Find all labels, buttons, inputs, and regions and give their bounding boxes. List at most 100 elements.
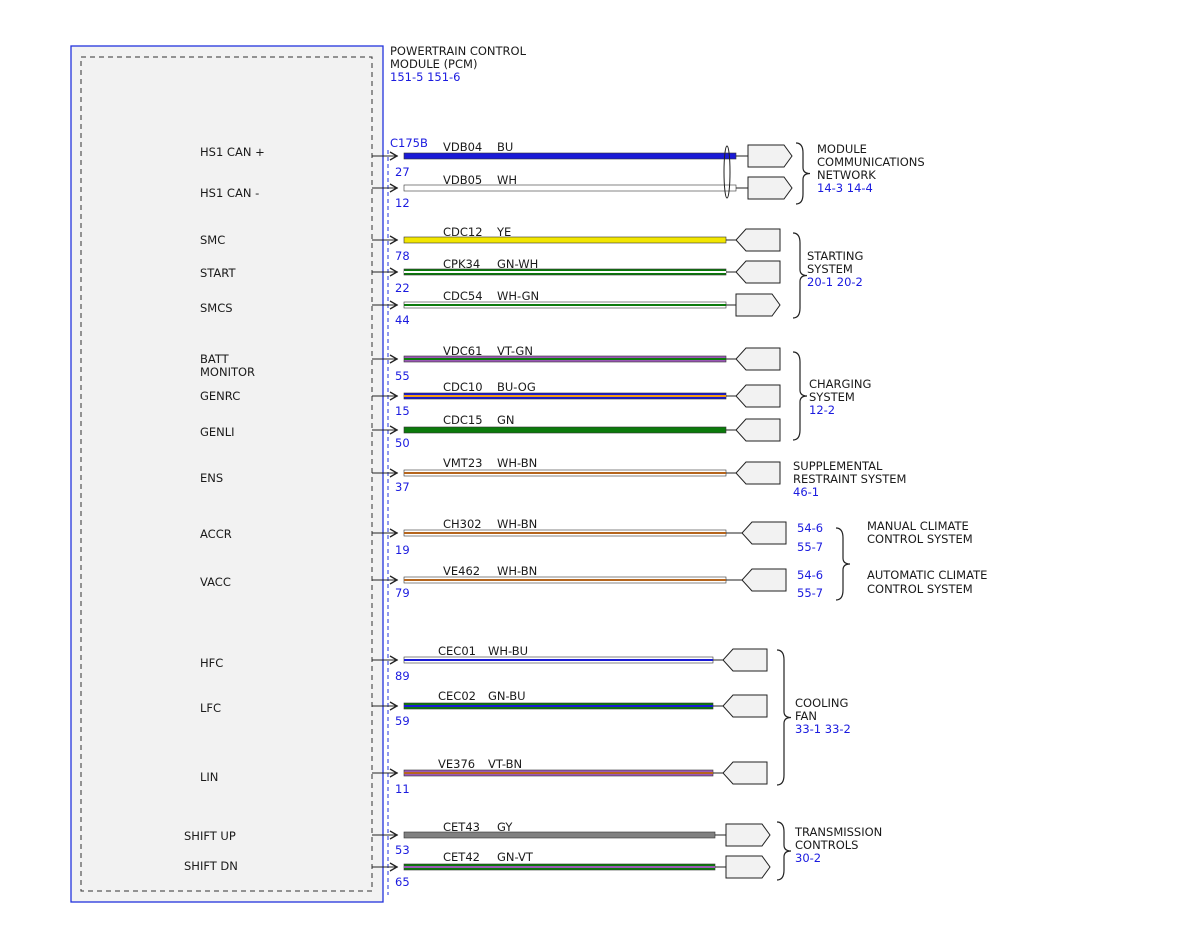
- pin-number: 15: [395, 404, 410, 418]
- pin-number: 44: [395, 313, 410, 327]
- signal-label: HS1 CAN +: [200, 145, 265, 159]
- twisted-pair-icon: [723, 145, 731, 199]
- circuit-label: CH302: [443, 517, 482, 531]
- pin-number: 37: [395, 480, 410, 494]
- destination-label: CHARGING: [809, 377, 871, 391]
- pin-arrow-icon: [389, 575, 399, 585]
- connector-icon: [747, 176, 793, 200]
- connector-icon: [725, 823, 771, 847]
- destination-refs[interactable]: 20-1 20-2: [807, 275, 863, 289]
- circuit-label: CEC01: [438, 644, 476, 658]
- destination-refs[interactable]: 14-3 14-4: [817, 181, 873, 195]
- group-brace-icon: [776, 821, 792, 881]
- wire-color-label: WH-BN: [497, 456, 537, 470]
- circuit-label: CPK34: [443, 257, 480, 271]
- destination-ref[interactable]: 55-7: [797, 540, 823, 554]
- circuit-label: VDC61: [443, 344, 482, 358]
- pin-arrow-icon: [389, 267, 399, 277]
- pin-number: 79: [395, 586, 410, 600]
- destination-label: FAN: [795, 709, 817, 723]
- pin-number: 22: [395, 281, 410, 295]
- wire-stripe: [404, 866, 715, 868]
- wire-stripe: [404, 705, 713, 707]
- connector-icon: [747, 144, 793, 168]
- pin-arrow-icon: [389, 235, 399, 245]
- connector-icon: [735, 228, 781, 252]
- pin-number: 59: [395, 714, 410, 728]
- destination-ref[interactable]: 54-6: [797, 521, 823, 535]
- connector-icon: [725, 855, 771, 879]
- wire-color-label: GN: [497, 413, 515, 427]
- signal-label: SMC: [200, 233, 225, 247]
- wire-color-label: WH: [497, 173, 517, 187]
- wire-color-label: GN-WH: [497, 257, 538, 271]
- connector-icon: [722, 761, 768, 785]
- pin-arrow-icon: [389, 830, 399, 840]
- circuit-label: CDC54: [443, 289, 483, 303]
- destination-ref[interactable]: 55-7: [797, 586, 823, 600]
- group-brace-icon: [776, 649, 792, 786]
- circuit-label: VE376: [438, 757, 475, 771]
- destination-label: SYSTEM: [807, 262, 853, 276]
- pin-arrow-icon: [389, 655, 399, 665]
- pin-arrow-icon: [389, 862, 399, 872]
- destination-ref[interactable]: 54-6: [797, 568, 823, 582]
- signal-label: HS1 CAN -: [200, 186, 259, 200]
- pin-arrow-icon: [389, 391, 399, 401]
- group-brace-icon: [792, 351, 808, 441]
- destination-label: RESTRAINT SYSTEM: [793, 472, 906, 486]
- connector-icon: [735, 260, 781, 284]
- destination-refs[interactable]: 30-2: [795, 851, 821, 865]
- destination-label: MANUAL CLIMATE: [867, 519, 969, 533]
- pin-number: 89: [395, 669, 410, 683]
- connector-icon: [735, 384, 781, 408]
- connector-icon: [735, 293, 781, 317]
- destination-label: AUTOMATIC CLIMATE: [867, 568, 987, 582]
- wire-body: [403, 236, 727, 244]
- signal-label: LFC: [200, 701, 221, 715]
- pin-arrow-icon: [389, 300, 399, 310]
- pcm-page-refs[interactable]: 151-5 151-6: [390, 70, 461, 84]
- connector-icon: [741, 568, 787, 592]
- pin-number: 12: [395, 196, 410, 210]
- pin-number: 27: [395, 165, 410, 179]
- circuit-label: VE462: [443, 564, 480, 578]
- wire-color-label: BU-OG: [497, 380, 536, 394]
- wire-body: [403, 426, 727, 434]
- pcm-module-box: [70, 45, 384, 903]
- destination-refs[interactable]: 33-1 33-2: [795, 722, 851, 736]
- wire-color-label: VT-BN: [488, 757, 522, 771]
- destination-label: CONTROL SYSTEM: [867, 582, 973, 596]
- wire-color-label: WH-BN: [497, 517, 537, 531]
- group-brace-icon: [795, 142, 811, 205]
- destination-refs[interactable]: 46-1: [793, 485, 819, 499]
- destination-label: STARTING: [807, 249, 863, 263]
- circuit-label: CDC15: [443, 413, 483, 427]
- pin-number: 55: [395, 369, 410, 383]
- signal-label: BATT: [200, 352, 230, 366]
- wire-color-label: WH-GN: [497, 289, 539, 303]
- signal-label: GENRC: [200, 389, 240, 403]
- wire-stripe: [404, 772, 713, 774]
- destination-label: COMMUNICATIONS: [817, 155, 925, 169]
- destination-refs[interactable]: 12-2: [809, 403, 835, 417]
- wire-color-label: YE: [496, 225, 511, 239]
- wire-body: [403, 184, 737, 192]
- wire-stripe: [404, 395, 726, 397]
- wire-color-label: BU: [497, 140, 513, 154]
- signal-label: SHIFT UP: [184, 829, 236, 843]
- connector-icon: [735, 461, 781, 485]
- wire-graphics: [372, 142, 851, 881]
- pin-number: 65: [395, 875, 410, 889]
- destination-label: CONTROLS: [795, 838, 858, 852]
- destination-label: MODULE: [817, 142, 867, 156]
- connector-label[interactable]: C175B: [390, 136, 428, 150]
- signal-label: LIN: [200, 770, 218, 784]
- circuit-label: CET42: [443, 850, 480, 864]
- group-brace-icon: [835, 527, 851, 601]
- pin-arrow-icon: [389, 183, 399, 193]
- wire-stripe: [404, 472, 726, 474]
- circuit-label: VDB04: [443, 140, 482, 154]
- wire-stripe: [404, 532, 726, 534]
- pin-arrow-icon: [389, 768, 399, 778]
